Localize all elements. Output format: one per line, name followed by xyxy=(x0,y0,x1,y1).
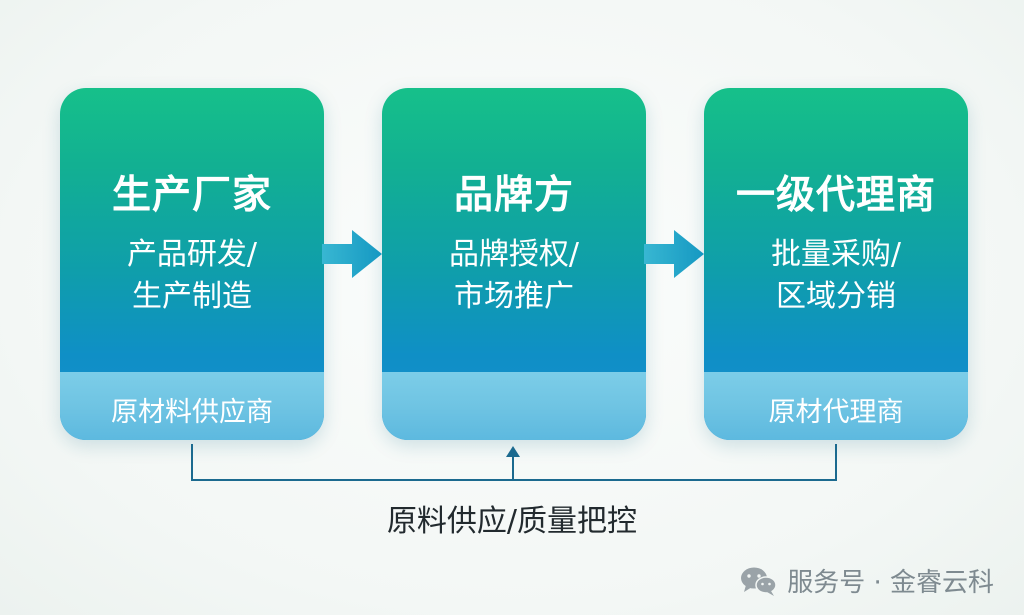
box-description-line: 生产制造 xyxy=(132,279,252,314)
up-arrow-icon xyxy=(506,446,520,457)
right-arrow-icon xyxy=(644,230,704,278)
box-description: 产品研发/ 生产制造 xyxy=(60,234,324,318)
right-arrow-icon xyxy=(322,230,382,278)
box-manufacturer: 生产厂家 产品研发/ 生产制造 原材料供应商 xyxy=(60,88,324,440)
box-bottom-label: 原材料供应商 xyxy=(111,397,273,428)
box-bottom-band xyxy=(382,372,646,440)
feedback-label: 原料供应/质量把控 xyxy=(386,504,638,539)
box-description-line: 品牌授权/ xyxy=(448,237,580,272)
box-description-line: 区域分销 xyxy=(776,279,896,314)
box-description-line: 批量采购/ xyxy=(770,237,902,272)
box-bottom-label: 原材代理商 xyxy=(768,397,904,428)
box-bottom-band: 原材料供应商 xyxy=(60,372,324,440)
box-title: 品牌方 xyxy=(453,173,574,218)
box-title: 生产厂家 xyxy=(111,173,272,218)
box-brand: 品牌方 品牌授权/ 市场推广 xyxy=(382,88,646,440)
wechat-icon xyxy=(741,567,777,596)
box-description-line: 产品研发/ xyxy=(126,237,258,272)
footer-watermark: 服务号 · 金睿云科 xyxy=(739,562,994,599)
box-first-tier-agent: 一级代理商 批量采购/ 区域分销 原材代理商 xyxy=(704,88,968,440)
footer-text: 服务号 · 金睿云科 xyxy=(787,568,994,598)
box-description: 品牌授权/ 市场推广 xyxy=(382,234,646,318)
box-bottom-band: 原材代理商 xyxy=(704,372,968,440)
box-title: 一级代理商 xyxy=(735,173,936,218)
box-description-line: 市场推广 xyxy=(454,279,574,314)
box-description: 批量采购/ 区域分销 xyxy=(704,234,968,318)
